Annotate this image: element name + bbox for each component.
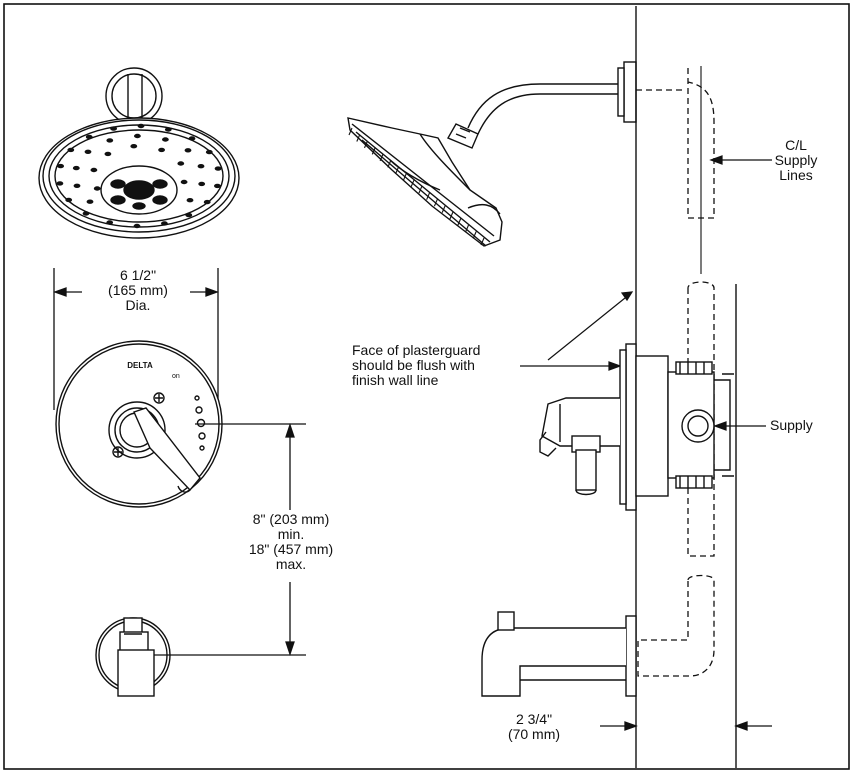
nozzle	[134, 133, 141, 139]
showerhead-side-view	[347, 61, 637, 247]
supply-pipes	[636, 68, 715, 677]
rib	[395, 166, 400, 175]
rib	[464, 224, 470, 233]
rib	[457, 218, 462, 226]
setback-mm: (70 mm)	[507, 726, 561, 742]
nozzle	[104, 151, 112, 157]
diagram-border	[3, 3, 850, 770]
supply-lines-lines: Lines	[779, 167, 813, 183]
nozzle	[158, 147, 166, 153]
rib	[387, 160, 392, 168]
rib	[379, 153, 384, 162]
rib	[402, 173, 407, 181]
tub-spout-front-view	[95, 617, 171, 697]
height-max-word: max.	[275, 556, 307, 572]
nozzle	[177, 161, 185, 166]
nozzle	[106, 220, 114, 225]
rib	[356, 134, 361, 142]
nozzle	[162, 137, 169, 142]
nozzle	[188, 136, 196, 141]
nozzle	[161, 221, 168, 226]
trim-brand-mark: DELTA	[127, 361, 153, 370]
rib	[480, 237, 485, 246]
nozzle	[130, 144, 138, 149]
nozzle	[133, 223, 141, 229]
setback-dimension	[600, 721, 772, 731]
nozzle	[56, 181, 64, 186]
rib	[433, 198, 438, 207]
diameter-label: 6 1/2" (165 mm) Dia.	[88, 268, 188, 313]
rib	[371, 147, 376, 155]
nozzle	[184, 148, 192, 153]
plasterguard-line-3: finish wall line	[352, 372, 439, 388]
rib	[348, 127, 353, 136]
showerhead-nozzles	[56, 123, 222, 229]
nozzle	[110, 126, 117, 131]
nozzle	[205, 149, 213, 155]
height-min-value: 8" (203 mm)	[252, 511, 330, 527]
nozzle	[72, 165, 80, 171]
nozzle	[214, 166, 222, 171]
height-dimension	[152, 422, 306, 657]
nozzle	[198, 181, 206, 187]
nozzle	[85, 134, 93, 140]
nozzle	[57, 163, 64, 169]
valve-trim-front-view	[55, 340, 223, 508]
rib	[363, 140, 369, 149]
rib	[426, 192, 431, 200]
supply-lines-supply: Supply	[774, 152, 818, 168]
plasterguard-line-1: Face of plasterguard	[352, 342, 481, 358]
setback-inches: 2 3/4"	[515, 711, 553, 727]
nozzle	[180, 179, 188, 185]
nozzle	[106, 138, 114, 143]
rib	[418, 185, 423, 194]
nozzle	[197, 164, 205, 169]
nozzle	[214, 183, 221, 189]
nozzle	[67, 147, 75, 153]
rib	[449, 211, 454, 220]
height-label: 8" (203 mm) min. 18" (457 mm) max.	[226, 512, 356, 572]
nozzle	[82, 211, 90, 216]
supply-lines-arrow	[709, 155, 772, 165]
diameter-dimension	[53, 268, 219, 410]
diameter-dia: Dia.	[125, 297, 151, 313]
setback-label: 2 3/4" (70 mm)	[470, 712, 598, 742]
tub-spout-side-view	[481, 611, 637, 697]
diameter-inches: 6 1/2"	[119, 267, 157, 283]
nozzle	[65, 197, 73, 203]
supply-lines-cl: C/L	[785, 137, 807, 153]
nozzle	[93, 186, 101, 191]
nozzle	[86, 199, 94, 204]
plasterguard-label: Face of plasterguard should be flush wit…	[352, 343, 552, 388]
plasterguard-line-2: should be flush with	[352, 357, 475, 373]
nozzle	[164, 127, 172, 132]
trim-on-mark: on	[172, 373, 180, 380]
nozzle	[73, 183, 81, 188]
rib	[441, 205, 446, 213]
nozzle	[137, 123, 145, 129]
height-min-word: min.	[277, 526, 305, 542]
nozzle	[90, 167, 98, 173]
nozzle	[185, 212, 193, 218]
rib	[410, 179, 415, 188]
supply-label: Supply	[770, 417, 813, 433]
supply-arrow	[713, 421, 766, 431]
diameter-mm: (165 mm)	[108, 282, 168, 298]
supply-lines-label: C/L Supply Lines	[758, 138, 834, 183]
rib	[472, 231, 477, 239]
height-max-value: 18" (457 mm)	[248, 541, 334, 557]
valve-body-side-view	[539, 343, 734, 511]
showerhead-side-ribs	[348, 127, 485, 246]
nozzle	[84, 149, 92, 154]
plasterguard-pointer	[520, 291, 634, 371]
nozzle	[186, 198, 194, 203]
nozzle	[203, 199, 211, 205]
